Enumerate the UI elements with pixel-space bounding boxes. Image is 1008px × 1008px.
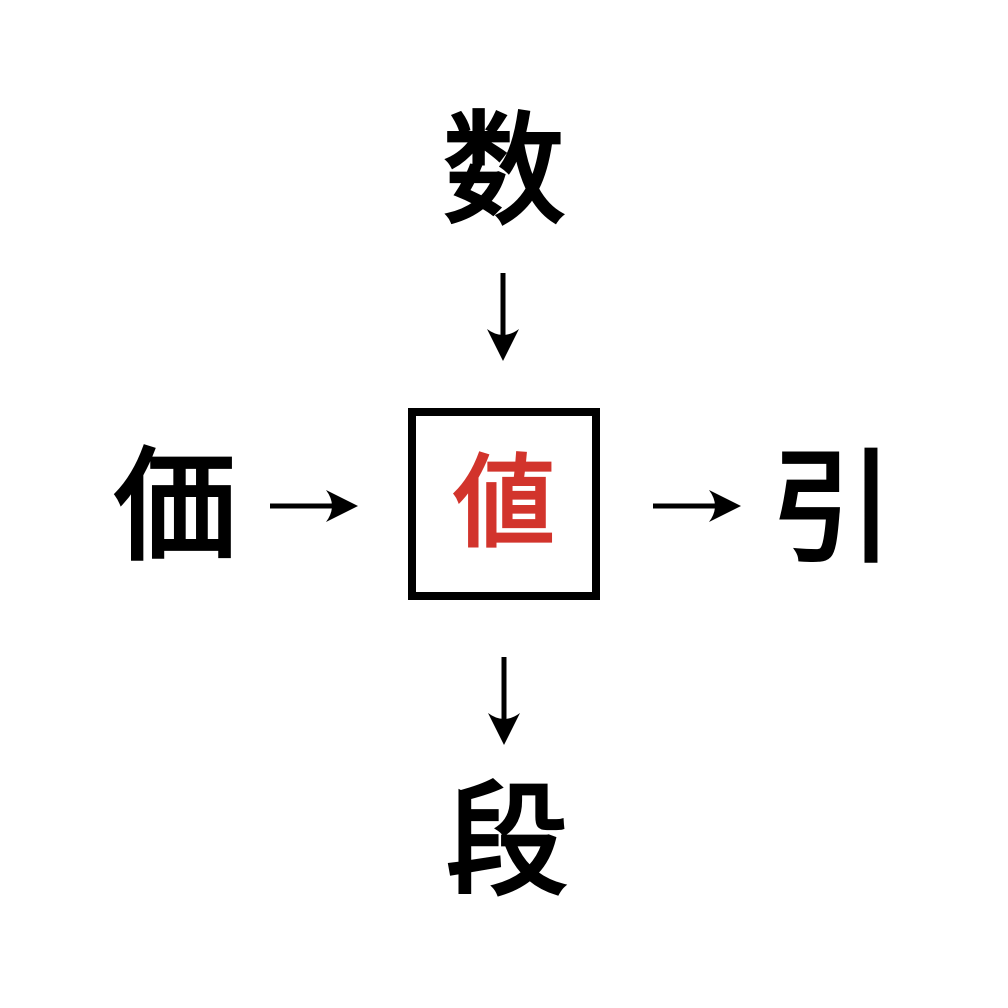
kanji-right: 引 bbox=[771, 441, 893, 577]
kanji-center: 値 bbox=[453, 447, 555, 560]
center-box: 値 bbox=[408, 408, 600, 600]
kanji-bottom: 段 bbox=[446, 774, 568, 910]
arrow-down-icon bbox=[485, 271, 521, 361]
arrow-down-icon bbox=[486, 655, 522, 745]
arrow-right-icon bbox=[268, 488, 358, 524]
arrow-right-icon bbox=[651, 488, 741, 524]
kanji-left: 価 bbox=[114, 439, 236, 575]
kanji-top: 数 bbox=[443, 103, 565, 239]
